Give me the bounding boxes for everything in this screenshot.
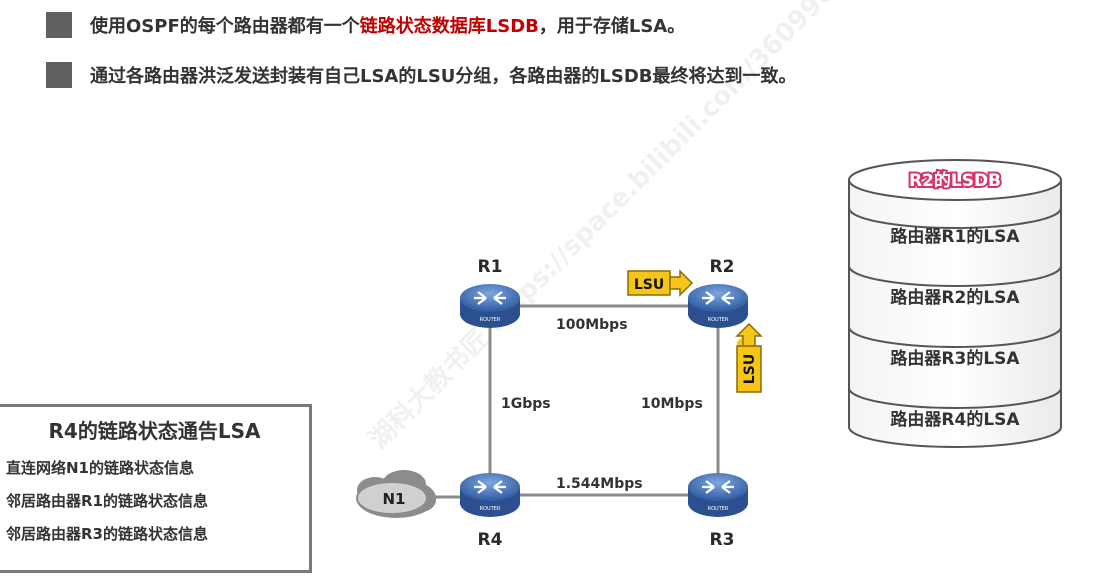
network-n1-cloud-icon: N1 bbox=[356, 470, 436, 518]
router-r3[interactable]: ROUTER bbox=[688, 473, 748, 517]
lsdb-cylinder bbox=[848, 159, 1062, 448]
router-arrows-icon bbox=[474, 291, 506, 305]
bullet-square-icon bbox=[46, 62, 72, 88]
lsdb-title: R2的LSDB bbox=[909, 170, 1001, 191]
bullet-2: 通过各路由器洪泛发送封装有自己LSA的LSU分组，各路由器的LSDB最终将达到一… bbox=[46, 62, 797, 88]
lsa-item-r1: 邻居路由器R1的链路状态信息 bbox=[6, 492, 208, 510]
router-tag: ROUTER bbox=[708, 317, 729, 323]
bullet-2-text: 通过各路由器洪泛发送封装有自己LSA的LSU分组，各路由器的LSDB最终将达到一… bbox=[90, 66, 797, 87]
router-r4[interactable]: ROUTER bbox=[460, 473, 520, 517]
router-tag: ROUTER bbox=[480, 506, 501, 512]
lsdb-entry-r1: 路由器R1的LSA bbox=[890, 226, 1020, 247]
bullet-1-text: 使用OSPF的每个路由器都有一个链路状态数据库LSDB，用于存储LSA。 bbox=[90, 16, 686, 37]
lsu-label: LSU bbox=[742, 354, 758, 384]
link-label-r4-r3: 1.544Mbps bbox=[556, 476, 643, 492]
router-arrows-icon bbox=[702, 480, 734, 494]
lsdb-highlight: 链路状态数据库LSDB bbox=[359, 16, 539, 37]
router-arrows-icon bbox=[474, 480, 506, 494]
links bbox=[420, 304, 720, 499]
router-r3-label: R3 bbox=[710, 530, 735, 550]
network-n1-label: N1 bbox=[383, 490, 406, 508]
router-r2-label: R2 bbox=[710, 257, 735, 277]
lsdb-entry-r4: 路由器R4的LSA bbox=[890, 409, 1020, 430]
lsdb-entry-r3: 路由器R3的LSA bbox=[890, 348, 1020, 369]
router-arrows-icon bbox=[702, 291, 734, 305]
r4-lsa-box: R4的链路状态通告LSA 直连网络N1的链路状态信息 邻居路由器R1的链路状态信… bbox=[0, 404, 312, 573]
link-label-r1-r2: 100Mbps bbox=[556, 317, 628, 333]
lsa-item-n1: 直连网络N1的链路状态信息 bbox=[6, 459, 194, 477]
router-r2[interactable]: ROUTER bbox=[688, 284, 748, 328]
router-r1-label: R1 bbox=[478, 257, 503, 277]
router-r4-label: R4 bbox=[478, 530, 503, 550]
bullet-square-icon bbox=[46, 12, 72, 38]
router-tag: ROUTER bbox=[480, 317, 501, 323]
lsa-item-r3: 邻居路由器R3的链路状态信息 bbox=[6, 525, 208, 543]
link-label-r1-r4: 1Gbps bbox=[501, 396, 551, 412]
link-label-r2-r3: 10Mbps bbox=[641, 396, 703, 412]
lsa-box-title: R4的链路状态通告LSA bbox=[48, 419, 261, 443]
router-tag: ROUTER bbox=[708, 506, 729, 512]
bullet-1: 使用OSPF的每个路由器都有一个链路状态数据库LSDB，用于存储LSA。 bbox=[46, 12, 685, 38]
lsu-label: LSU bbox=[634, 277, 664, 293]
lsu-tag-vertical: LSU bbox=[735, 322, 763, 393]
lsdb-entry-r2: 路由器R2的LSA bbox=[890, 287, 1020, 308]
router-r1[interactable]: ROUTER bbox=[460, 284, 520, 328]
lsu-tag-horizontal: LSU bbox=[627, 269, 694, 297]
